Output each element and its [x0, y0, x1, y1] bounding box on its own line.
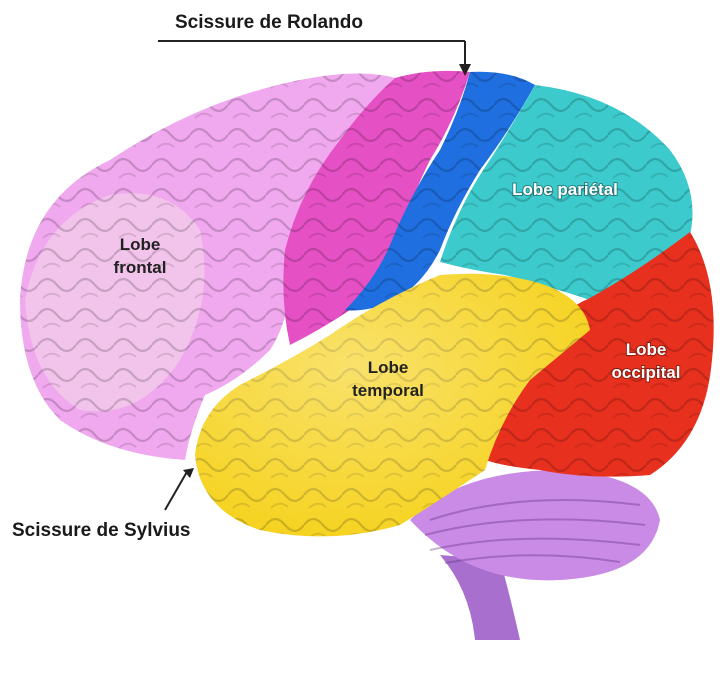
temporal-label-line2: temporal	[352, 381, 424, 400]
rolando-label: Scissure de Rolando	[175, 12, 363, 33]
temporal-label-line1: Lobe	[368, 358, 409, 377]
sylvius-label: Scissure de Sylvius	[12, 520, 191, 541]
rolando-pointer	[158, 41, 471, 76]
occipital-label-line2: occipital	[612, 363, 681, 382]
frontal-label-line2: frontal	[114, 258, 167, 277]
sylvius-pointer	[165, 468, 194, 510]
parietal-label: Lobe pariétal	[512, 180, 618, 199]
occipital-label-line1: Lobe	[626, 340, 667, 359]
frontal-label-line1: Lobe	[120, 235, 161, 254]
